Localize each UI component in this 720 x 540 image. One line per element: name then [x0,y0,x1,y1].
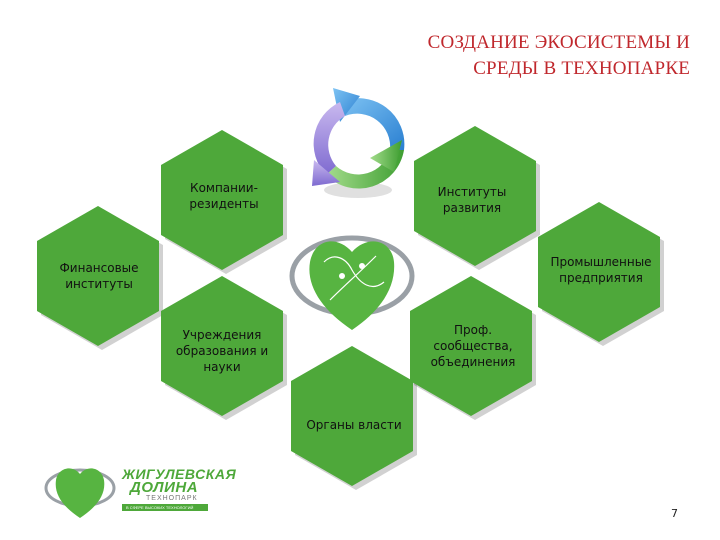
slide-title: СОЗДАНИЕ ЭКОСИСТЕМЫ И СРЕДЫ В ТЕХНОПАРКЕ [330,30,690,82]
logo-name-line3: ТЕХНОПАРК [146,495,198,502]
label-industry: Промышленные предприятия [550,255,652,285]
hex-education [161,276,283,416]
label-education: Учреждения образования и науки [175,328,269,374]
logo-name-line2: ДОЛИНА [130,479,199,496]
label-finance: Финансовые институты [59,261,139,291]
label-development: Институты развития [437,185,507,215]
logo-tagline: В СФЕРЕ ВЫСОКИХ ТЕХНОЛОГИЙ [126,505,194,510]
slide-title-line1: СОЗДАНИЕ ЭКОСИСТЕМЫ И [427,32,690,53]
hex-communities [410,276,532,416]
label-government: Органы власти [306,418,402,432]
logo-name-line1: ЖИГУЛЕВСКАЯ [122,466,237,482]
slide-title-line2: СРЕДЫ В ТЕХНОПАРКЕ [473,58,690,79]
label-communities: Проф. сообщества, объединения [430,323,516,369]
label-residents: Компании- резиденты [189,181,259,211]
hex-government [291,346,413,486]
page-number: 7 [671,507,678,520]
